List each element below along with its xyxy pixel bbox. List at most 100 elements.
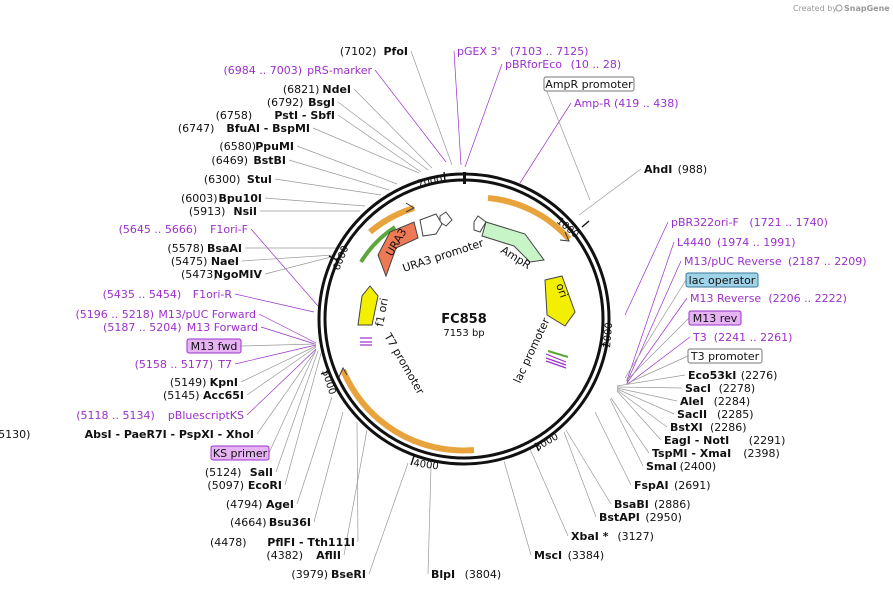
label-absi-paer7i-pspxi-xhoi-pos: (5130) — [0, 428, 30, 441]
label-bstapi-pos: (2950) — [645, 511, 682, 524]
label-ecori-pos: (5097) — [207, 479, 244, 492]
label-eco53ki-pos: (2276) — [741, 369, 778, 382]
ura3-promoter-box — [419, 213, 443, 237]
label-bseri-pos: (3979) — [291, 568, 328, 581]
label-pbr322ori-f-name: pBR322ori-F — [671, 216, 739, 229]
label-kpni-name: KpnI — [210, 376, 238, 389]
label-pfoi-pos: (7102) — [340, 45, 377, 58]
box-lac-operator-frame — [685, 272, 759, 288]
label-bfuai-bspmi-pos: (6747) — [178, 122, 215, 135]
label-ndei-pos: (6821) — [283, 83, 320, 96]
label-pbr322ori-f-leader — [624, 221, 669, 316]
label-eagi-noti-pos: (2291) — [749, 434, 786, 447]
ura3-promoter-label: URA3 promoter — [401, 236, 486, 275]
label-kpni-leader — [240, 345, 317, 383]
label-pgex-3-pos: (7103 .. 7125) — [510, 45, 589, 58]
label-nsii-pos: (5913) — [189, 205, 226, 218]
label-t7-leader — [234, 344, 317, 365]
plasmid-name: FC858 — [441, 312, 487, 327]
label-ppumi-pos: (6580) — [219, 140, 256, 153]
box-t3-promoter: T3 promoter — [690, 350, 760, 363]
box-ks-primer-frame — [210, 445, 270, 461]
label-smai-name: SmaI — [646, 460, 677, 473]
box-ampr-promoter: AmpR promoter — [545, 78, 633, 91]
label-blpi-leader — [427, 465, 432, 575]
label-ndei-leader — [353, 88, 433, 169]
label-ngomiv-leader — [264, 256, 332, 275]
tick-7000: 7000 — [417, 175, 444, 190]
label-msci-name: MscI — [534, 549, 562, 562]
label-f1ori-r-name: F1ori-R — [193, 288, 233, 301]
label-ecori-name: EcoRI — [248, 479, 282, 492]
label-f1ori-f-name: F1ori-F — [210, 223, 248, 236]
label-stui-pos: (6300) — [204, 173, 241, 186]
label-pbluescriptks-pos: (5118 .. 5134) — [76, 409, 155, 422]
label-pbrforeco-pos: (10 .. 28) — [571, 58, 622, 71]
label-bstbi-pos: (6469) — [211, 154, 248, 167]
f1-arrowhead — [338, 366, 348, 378]
ampr-feature — [481, 221, 545, 263]
label-l4440-name: L4440 — [677, 236, 711, 249]
box-lac-operator: lac operator — [689, 274, 756, 287]
box-ampr-promoter-frame — [543, 76, 635, 92]
label-xbai-name: XbaI * — [571, 530, 609, 543]
label-ngomiv-name: NgoMIV — [214, 268, 263, 281]
label-pbluescriptks-name: pBluescriptKS — [168, 409, 244, 422]
label-absi-paer7i-pspxi-xhoi-name: AbsI - PaeR7I - PspXI - XhoI — [85, 428, 254, 441]
f1ori-label: f1 ori — [373, 297, 391, 328]
lac-stripe — [547, 350, 569, 358]
label-msci-pos: (3384) — [568, 549, 605, 562]
label-bsu36i-pos: (4664) — [230, 516, 267, 529]
label-ecori-leader — [284, 352, 322, 486]
label-pflfi-tth111i-pos: (4478) — [210, 536, 247, 549]
site-stripes — [360, 337, 567, 369]
label-ngomiv-pos: (5473) — [181, 268, 218, 281]
box-ks-primer-leader — [268, 349, 317, 454]
right-label-list: pGEX 3'(7103 .. 7125)pBRforEco(10 .. 28)… — [431, 45, 867, 581]
box-m13-rev-leader — [625, 317, 690, 382]
ori-label: ori — [553, 282, 570, 300]
label-sali-leader — [275, 350, 319, 473]
box-ampr-promoter-leader — [543, 83, 591, 201]
label-bsu36i-name: Bsu36I — [269, 516, 311, 529]
label-bseri-leader — [368, 462, 409, 575]
label-sacii-name: SacII — [677, 408, 707, 421]
label-ahdi-leader — [578, 168, 642, 216]
left-label-list: PfoI(7102)pRS-marker(6984 .. 7003)NdeI(6… — [0, 45, 408, 581]
ampr-promoter-feature — [473, 215, 487, 233]
label-m13-puc-reverse-leader — [626, 260, 682, 383]
label-ahdi-pos: (988) — [678, 163, 708, 176]
label-eco53ki-name: Eco53kI — [688, 369, 736, 382]
label-l4440-pos: (1974 .. 1991) — [717, 236, 796, 249]
label-bstxi-name: BstXI — [670, 421, 703, 434]
label-bsaai-name: BsaAI — [207, 242, 242, 255]
ampr-arrowhead — [559, 231, 570, 242]
label-ppumi-leader — [296, 145, 398, 185]
label-bpu10i-leader — [264, 197, 366, 207]
origin-marker — [463, 172, 466, 184]
label-smai-pos: (2400) — [680, 460, 717, 473]
label-t7-name: T7 — [217, 358, 232, 371]
label-t3-name: T3 — [692, 331, 707, 344]
label-naei-pos: (5475) — [171, 255, 208, 268]
label-amp-r-pos: (419 .. 438) — [614, 97, 679, 110]
label-bsu36i-leader — [313, 411, 344, 523]
label-eagi-noti-name: EagI - NotI — [664, 434, 729, 447]
label-nsii-name: NsiI — [233, 205, 257, 218]
label-m13-puc-reverse-name: M13/pUC Reverse — [684, 255, 782, 268]
label-blpi-name: BlpI — [431, 568, 455, 581]
label-pfoi-name: PfoI — [384, 45, 409, 58]
snapgene-logo-icon — [835, 4, 843, 12]
label-kpni-pos: (5149) — [170, 376, 207, 389]
label-smai-leader — [609, 398, 644, 467]
ampr-arc — [487, 195, 572, 241]
label-psti-sbfi-pos: (6758) — [216, 109, 253, 122]
tick-4000: 4000 — [413, 458, 440, 472]
label-bfuai-bspmi-name: BfuAI - BspMI — [226, 122, 310, 135]
label-l4440-leader — [626, 241, 675, 381]
tick-2000: 2000 — [602, 322, 615, 348]
box-m13-fwd-frame — [186, 338, 242, 354]
label-bsgi-name: BsgI — [308, 96, 335, 109]
label-saci-pos: (2278) — [719, 382, 756, 395]
